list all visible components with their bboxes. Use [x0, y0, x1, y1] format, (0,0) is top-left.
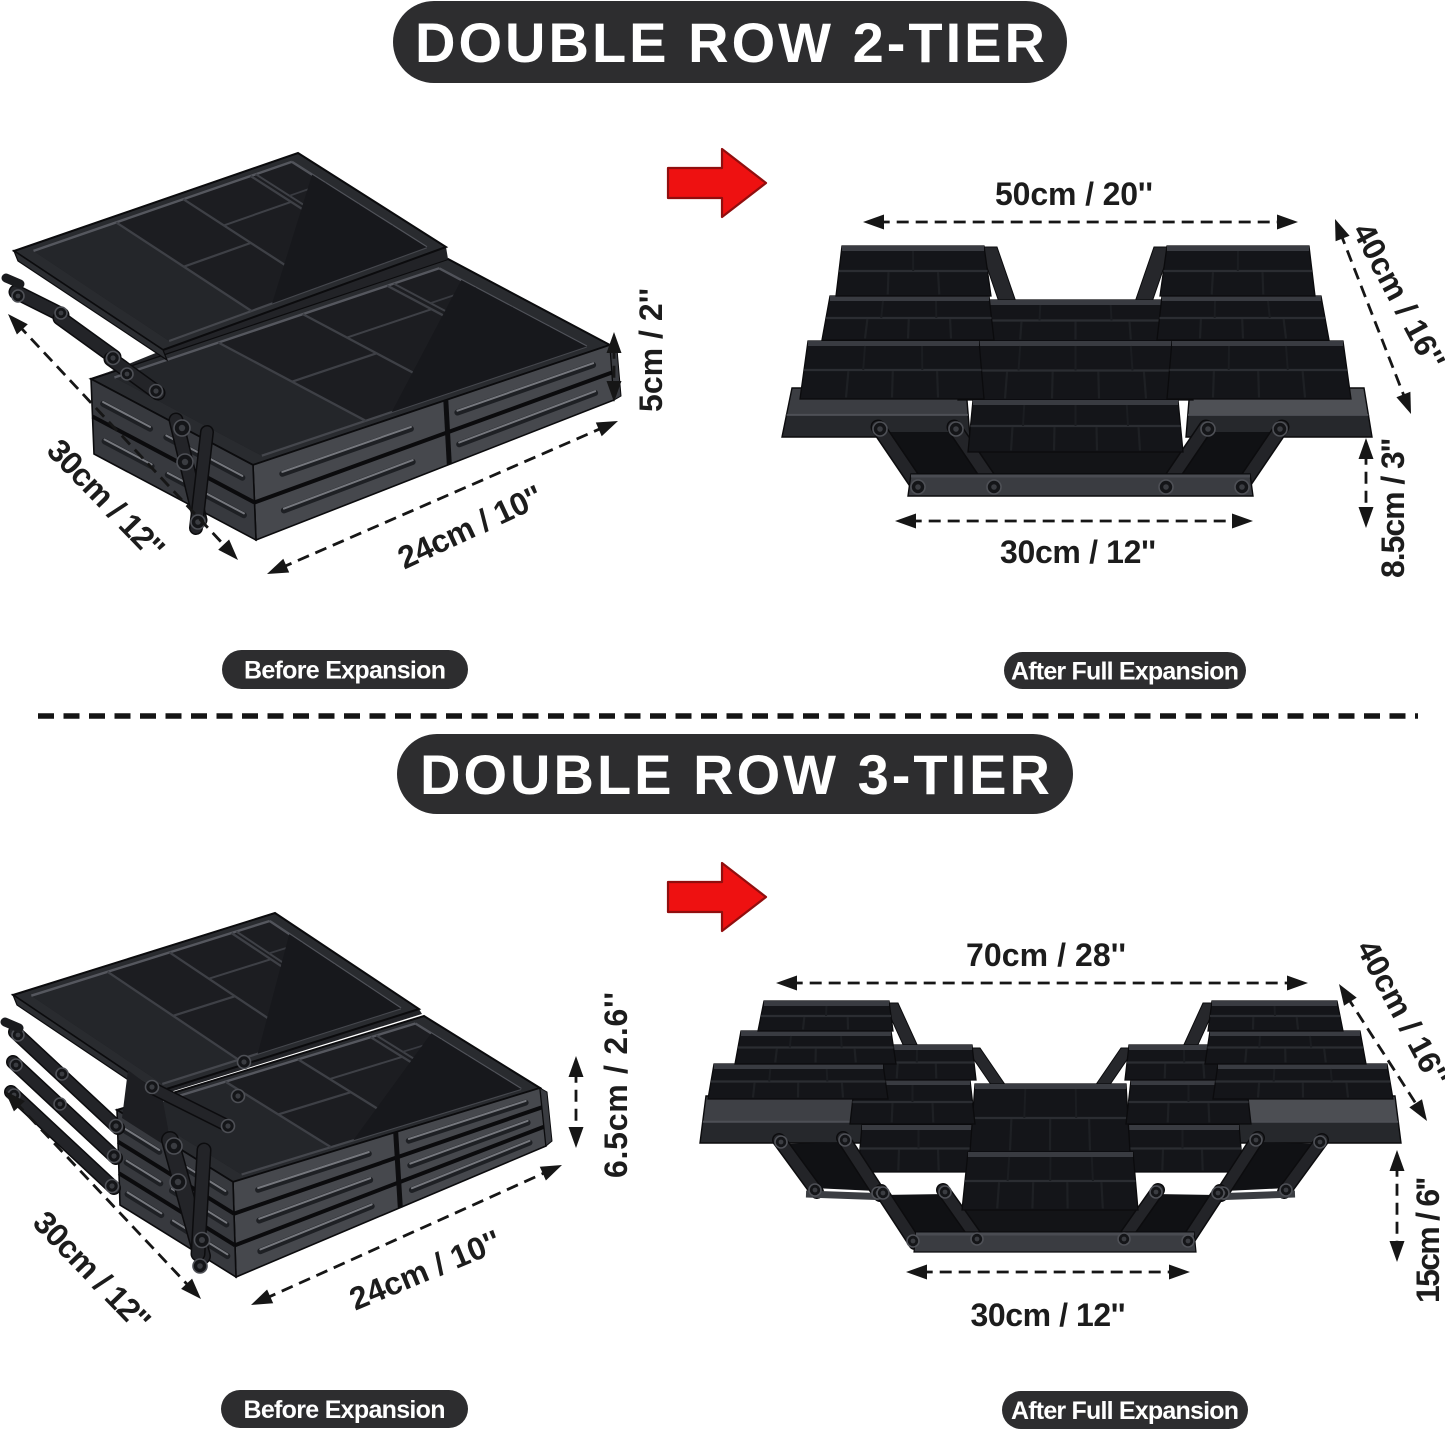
svg-text:Before Expansion: Before Expansion [244, 1396, 446, 1424]
svg-text:70cm / 28'': 70cm / 28'' [966, 937, 1126, 973]
svg-text:30cm / 12'': 30cm / 12'' [1000, 534, 1156, 570]
svg-text:After Full Expansion: After Full Expansion [1011, 1397, 1239, 1425]
svg-text:5cm / 2'': 5cm / 2'' [633, 288, 669, 412]
svg-text:Before Expansion: Before Expansion [244, 656, 446, 684]
svg-text:6.5cm / 2.6'': 6.5cm / 2.6'' [598, 992, 634, 1178]
svg-text:50cm / 20'': 50cm / 20'' [995, 176, 1153, 212]
svg-text:8.5cm / 3'': 8.5cm / 3'' [1375, 438, 1411, 578]
svg-text:After Full Expansion: After Full Expansion [1011, 657, 1239, 685]
svg-text:15cm / 6'': 15cm / 6'' [1410, 1177, 1445, 1303]
svg-text:30cm / 12'': 30cm / 12'' [971, 1297, 1126, 1333]
